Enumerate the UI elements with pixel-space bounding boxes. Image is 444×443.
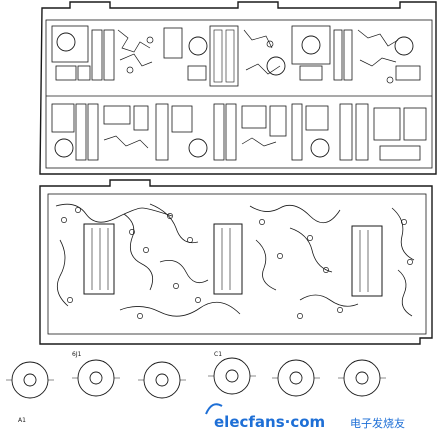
upper-row-boxes bbox=[51, 25, 421, 87]
watermark-dot: · bbox=[285, 413, 291, 431]
lower-row-boxes bbox=[51, 103, 427, 161]
corner-label: A1 bbox=[18, 417, 26, 424]
pad-label: C1 bbox=[214, 351, 222, 358]
watermark-site: elecfans bbox=[214, 413, 285, 431]
tube-socket-views: 6J1 C1 A1 bbox=[6, 351, 386, 424]
watermark-swoosh-icon bbox=[205, 403, 223, 415]
watermark-chinese: 电子发烧友 bbox=[350, 416, 405, 430]
watermark-logo: elecfans·com 电子发烧友 bbox=[205, 403, 405, 431]
socket-label: 6J1 bbox=[72, 351, 82, 358]
bottom-board bbox=[39, 179, 433, 345]
top-board bbox=[39, 1, 437, 175]
watermark-text: elecfans·com bbox=[214, 413, 325, 431]
watermark-suffix: com bbox=[290, 413, 325, 431]
solder-pads bbox=[61, 207, 413, 319]
